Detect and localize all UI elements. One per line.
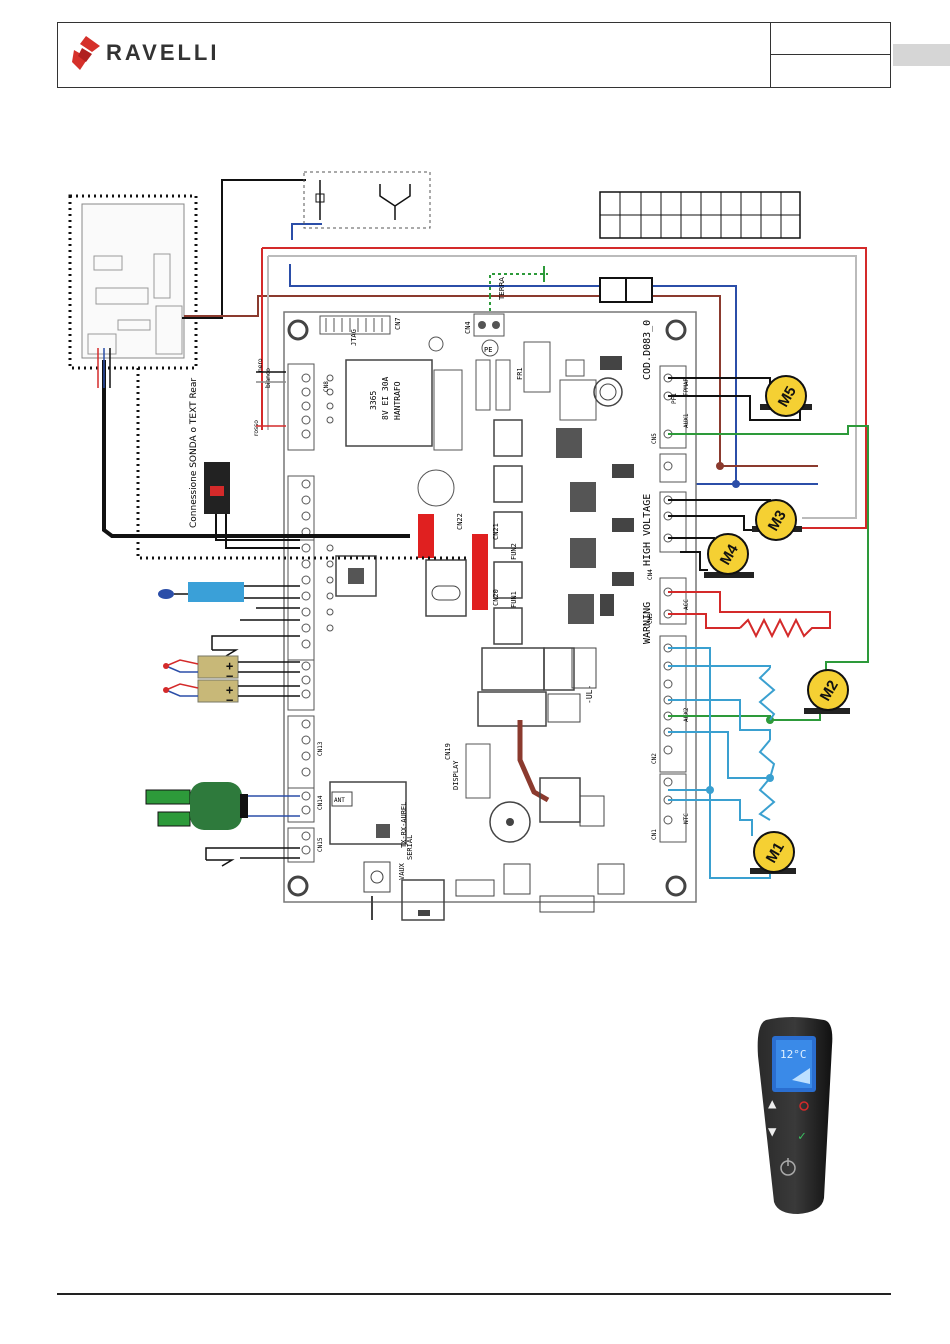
motor-m5: M5 — [760, 375, 812, 417]
ntc-label: NTC — [683, 813, 690, 824]
fun2-label: FUN2 — [510, 543, 518, 560]
remote-control: 12°C ▲ ▼ ✓ — [757, 1017, 833, 1214]
control-module-box — [68, 194, 198, 370]
terra-label: TERRA — [498, 277, 506, 301]
motor-m1: M1 — [750, 831, 796, 874]
ravelli-logo-icon — [72, 36, 100, 70]
motor-m4: M4 — [704, 533, 754, 578]
aux2-label: AUX2 — [683, 707, 690, 722]
cn4-label: CN4 — [464, 321, 472, 334]
motor-m2: M2 — [804, 669, 850, 714]
transformer-label: HANTRAFO — [393, 381, 402, 420]
cn8-label: CN8 — [323, 381, 330, 392]
svg-text:−: − — [226, 669, 233, 683]
display-label: DISPLAY — [452, 760, 460, 790]
resistor — [739, 617, 820, 639]
tx-rx-label: TX-RX-AUREL — [400, 802, 408, 848]
jtag-label: JTAG — [350, 329, 358, 346]
encoder-sensor — [190, 782, 242, 830]
back-icon — [799, 1101, 809, 1111]
svg-text:+: + — [226, 683, 233, 697]
aux1-label: AUX1 — [683, 413, 690, 428]
remote-temperature: 12°C — [780, 1048, 807, 1061]
up-arrow-icon: ▲ — [768, 1096, 777, 1112]
rf-module — [329, 781, 407, 845]
footer-line — [57, 1293, 891, 1295]
rosso-label: rosso — [253, 420, 260, 436]
acc-label: ACC — [683, 599, 690, 610]
legend-table — [599, 191, 801, 239]
cn2-label: CN2 — [651, 753, 658, 764]
brand-name: RAVELLI — [106, 40, 220, 65]
buzzer — [489, 801, 531, 843]
vaux-label: VAUX — [398, 862, 406, 880]
thermocouple-2 — [197, 679, 239, 703]
cn3-label: CN3 — [647, 613, 654, 624]
cn13-label: CN13 — [317, 741, 324, 756]
pressure-switch-box — [303, 171, 431, 229]
fun1-label: FUN1 — [510, 591, 518, 608]
nero-label: nero — [257, 358, 264, 372]
header-frame — [57, 22, 891, 88]
fpmar-label: FPMAR — [683, 378, 690, 396]
transformer-code: 3365 — [369, 391, 378, 410]
cn22-label: CN22 — [456, 513, 464, 530]
svg-text:+: + — [226, 659, 233, 673]
transformer-spec: 8V EI 30A — [381, 376, 390, 420]
motor-m3: M3 — [752, 499, 802, 541]
microcontroller — [335, 555, 377, 597]
high-voltage-label: HIGH VOLTAGE — [642, 494, 653, 566]
serial-label: SERIAL — [406, 835, 414, 860]
probe-connection-label: Connessione SONDA o TEXT Rear — [189, 378, 199, 528]
side-tab — [893, 44, 950, 66]
warning-label: WARNING — [642, 602, 653, 644]
cn15-label: CN15 — [317, 837, 324, 852]
relay-red-1 — [418, 514, 434, 558]
check-icon: ✓ — [798, 1129, 806, 1144]
cn14-label: CN14 — [317, 795, 324, 810]
bianco-label: bianco — [265, 368, 272, 388]
cn1-label: CN1 — [651, 829, 658, 840]
control-module — [81, 203, 185, 359]
cn5-label: CN5 — [651, 433, 658, 444]
header-info-cells — [770, 22, 891, 88]
pf1-label: PF1 — [671, 393, 678, 404]
pe-label: PE — [484, 346, 492, 354]
cn7-label: CN7 — [394, 317, 402, 330]
down-arrow-icon: ▼ — [768, 1124, 777, 1140]
cn21-label: CN21 — [492, 523, 500, 540]
relay-red-2 — [472, 534, 488, 610]
cn4b-label: CN4 — [647, 569, 654, 580]
sensor-tip — [158, 589, 174, 599]
ul-label: -UL- — [585, 685, 594, 704]
cn4-terminal — [473, 313, 505, 337]
transformer — [345, 359, 433, 447]
fr1-label: FR1 — [516, 367, 524, 380]
wiring-diagram: TERRA JTAG CN7 HANTRAFO 8V EI 30A 3365 C… — [68, 171, 869, 921]
cn20-label: CN20 — [492, 589, 500, 606]
temperature-probe — [188, 582, 244, 602]
board-code: COD.D083_0 — [642, 320, 653, 380]
cn19-label: CN19 — [444, 743, 452, 760]
svg-text:−: − — [226, 693, 233, 707]
ant-label: ANT — [334, 797, 345, 804]
thermocouple-1 — [197, 655, 239, 679]
